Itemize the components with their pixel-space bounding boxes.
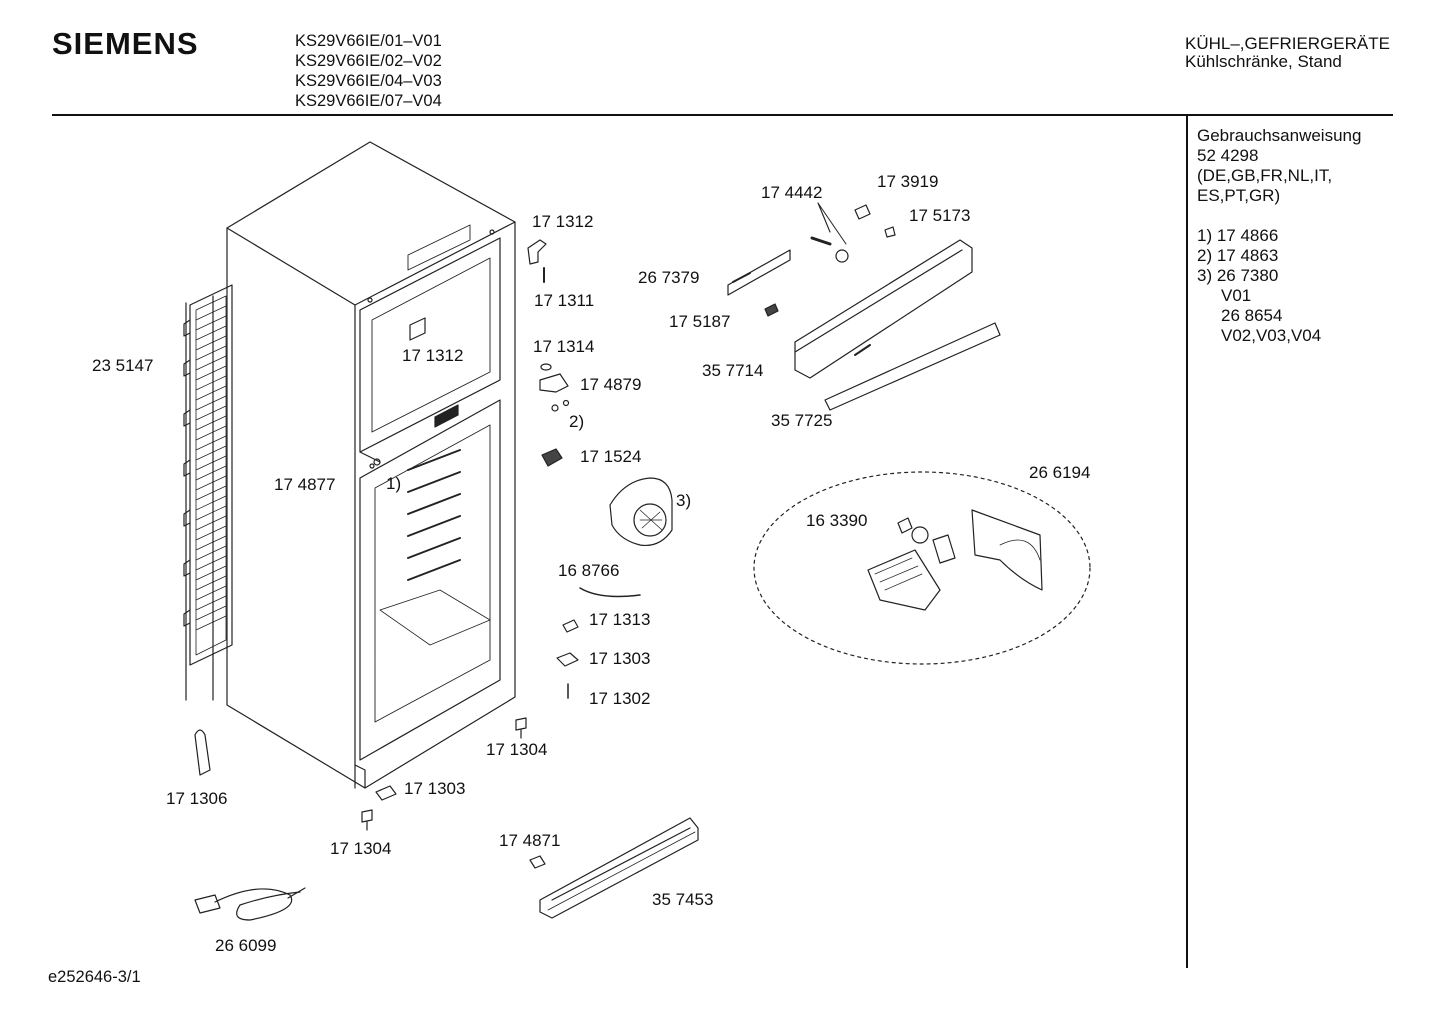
side-panel: Gebrauchsanweisung 52 4298 (DE,GB,FR,NL,… <box>1197 126 1361 346</box>
note-3-alt: 26 8654 <box>1221 306 1283 325</box>
part-label: 23 5147 <box>92 356 154 375</box>
part-label: 17 5187 <box>669 312 731 331</box>
model-item: KS29V66IE/04–V03 <box>295 72 442 90</box>
power-cord-part-drawing <box>194 887 306 921</box>
control-panel-part-drawing <box>727 202 1001 411</box>
model-item: KS29V66IE/01–V01 <box>295 32 442 50</box>
note-3: 3) 26 7380 <box>1197 266 1279 285</box>
callout-3: 3) <box>676 491 692 510</box>
header-divider <box>52 114 1393 116</box>
note-1: 1) 17 4866 <box>1197 226 1279 245</box>
part-label: 17 1306 <box>166 789 228 808</box>
model-item: KS29V66IE/07–V04 <box>295 92 442 110</box>
category-line: Kühlschränke, Stand <box>1185 52 1342 71</box>
part-label: 26 6099 <box>215 936 277 955</box>
fan-housing-part-drawing <box>609 477 673 547</box>
part-label: 16 8766 <box>558 561 620 580</box>
part-label: 17 4877 <box>274 475 336 494</box>
part-label: 17 1311 <box>534 291 595 310</box>
note-3-variant: V01 <box>1221 286 1252 305</box>
brand-logo: SIEMENS <box>52 26 199 61</box>
drawing-id: e252646-3/1 <box>48 968 141 986</box>
door-tray-part-drawing <box>539 817 699 919</box>
part-label: 17 1304 <box>330 839 392 858</box>
manual-number: 52 4298 <box>1197 146 1259 165</box>
category-line: KÜHL–,GEFRIERGERÄTE <box>1185 34 1390 53</box>
callout-2: 2) <box>569 412 585 431</box>
part-label: 17 5173 <box>909 206 971 225</box>
callout-1: 1) <box>386 474 402 493</box>
part-label: 17 4871 <box>499 831 561 850</box>
part-label: 26 7379 <box>638 268 700 287</box>
part-label: 17 1312 <box>532 212 594 231</box>
part-label: 35 7725 <box>771 411 833 430</box>
part-label: 17 1524 <box>580 447 642 466</box>
part-label: 17 1303 <box>589 649 651 668</box>
note-3-alt-variant: V02,V03,V04 <box>1221 326 1322 345</box>
part-label: 35 7453 <box>652 890 714 909</box>
part-label: 17 1312 <box>402 346 464 365</box>
category: KÜHL–,GEFRIERGERÄTE Kühlschränke, Stand <box>1185 35 1390 71</box>
part-label: 17 1302 <box>589 689 651 708</box>
manual-languages: (DE,GB,FR,NL,IT, <box>1197 166 1333 185</box>
part-label: 17 1314 <box>533 337 595 356</box>
small-parts-drawing <box>194 587 641 869</box>
fan-assembly-part-drawing <box>753 471 1091 665</box>
side-divider <box>1186 116 1188 968</box>
part-label: 17 1303 <box>404 779 466 798</box>
note-2: 2) 17 4863 <box>1197 246 1279 265</box>
manual-languages: ES,PT,GR) <box>1197 186 1281 205</box>
part-label: 17 1313 <box>589 610 651 629</box>
part-label: 17 4442 <box>761 183 823 202</box>
leader-lines <box>817 202 831 233</box>
cabinet-part-drawing <box>226 141 516 789</box>
part-label: 35 7714 <box>702 361 764 380</box>
model-list: KS29V66IE/01–V01 KS29V66IE/02–V02 KS29V6… <box>295 31 442 111</box>
condenser-part-drawing <box>183 284 233 701</box>
part-label: 26 6194 <box>1029 463 1091 482</box>
part-label: 16 3390 <box>806 511 868 530</box>
manual-title: Gebrauchsanweisung <box>1197 126 1362 145</box>
part-label: 17 4879 <box>580 375 642 394</box>
model-item: KS29V66IE/02–V02 <box>295 52 442 70</box>
part-label: 17 3919 <box>877 172 939 191</box>
part-label: 17 1304 <box>486 740 548 759</box>
hinge-part-drawing <box>527 239 570 467</box>
